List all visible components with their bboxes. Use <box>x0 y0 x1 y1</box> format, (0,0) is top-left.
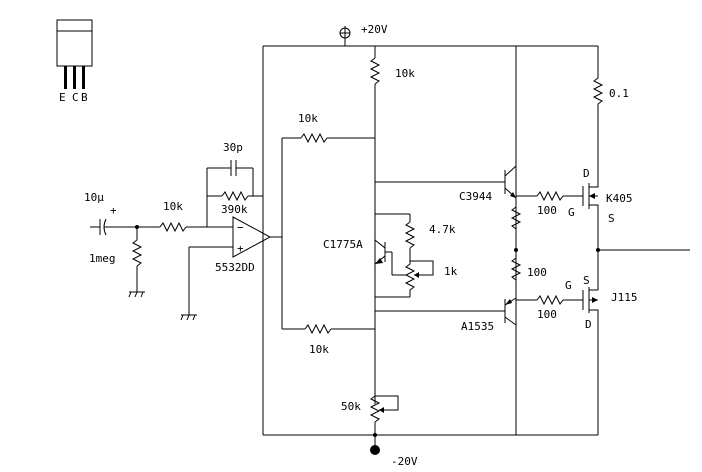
bias-transistor-label: C1775A <box>323 238 363 251</box>
negative-rail-label: -20V <box>391 455 418 468</box>
input-section: 10μ + 1meg 10k <box>84 191 207 298</box>
input-capacitor-polarity: + <box>110 204 117 217</box>
vas-lower-feed-resistor-label: 10k <box>309 343 329 356</box>
input-series-resistor-icon <box>159 221 187 233</box>
vas-upper-feed-resistor-label: 10k <box>298 112 318 125</box>
negative-rail-terminal-icon <box>370 445 380 455</box>
vas-top-load-resistor-icon <box>369 57 381 85</box>
bottom-gate-resistor-label: 100 <box>537 308 557 321</box>
bottom-mosfet-gate-label: G <box>565 279 572 292</box>
top-gate-resistor-label: 100 <box>537 204 557 217</box>
vas-tail-pot-label: 50k <box>341 400 361 413</box>
top-mosfet-gate-label: G <box>568 206 575 219</box>
feedback-capacitor-label: 30p <box>223 141 243 154</box>
input-shunt-resistor-icon <box>131 239 143 267</box>
vas-upper-feed-resistor-icon <box>300 132 328 144</box>
supply-frame: +20V -20V <box>262 23 598 468</box>
output-section: 0.1 K405 D G S J115 S G D <box>565 46 690 435</box>
pnp-driver-label: A1535 <box>461 320 494 333</box>
input-capacitor-label: 10μ <box>84 191 104 204</box>
opamp-section: − + 5532DD 390k 30p <box>180 141 282 321</box>
source-resistor-label: 0.1 <box>609 87 629 100</box>
top-mosfet-source-label: S <box>608 212 615 225</box>
opamp-part-label: 5532DD <box>215 261 255 274</box>
bias-trimmer-label: 1k <box>444 265 458 278</box>
driver-link-resistor-label: 100 <box>527 266 547 279</box>
npn-driver-label: C3944 <box>459 190 492 203</box>
bias-resistor-label: 4.7k <box>429 223 456 236</box>
bottom-gate-resistor-icon <box>536 294 564 306</box>
top-mosfet-label: K405 <box>606 192 633 205</box>
vas-tail-pot-icon <box>369 395 381 423</box>
vas-top-load-resistor-label: 10k <box>395 67 415 80</box>
vas-section: 10k 10k 10k 50k <box>281 46 415 437</box>
opamp-icon <box>232 216 272 258</box>
feedback-resistor-label: 390k <box>221 203 248 216</box>
to220-package: E C B <box>56 19 93 104</box>
pin-label-b: B <box>81 91 88 104</box>
positive-rail-label: +20V <box>361 23 388 36</box>
source-resistor-icon <box>592 77 604 105</box>
top-mosfet-drain-label: D <box>583 167 590 180</box>
bottom-mosfet-source-label: S <box>583 274 590 287</box>
bottom-mosfet-drain-label: D <box>585 318 592 331</box>
top-gate-resistor-icon <box>536 190 564 202</box>
feedback-resistor-icon <box>221 190 249 202</box>
input-shunt-resistor-label: 1meg <box>89 252 116 265</box>
bias-resistor-icon <box>404 221 416 249</box>
opamp-minus-label: − <box>237 221 244 234</box>
vas-lower-feed-resistor-icon <box>304 323 332 335</box>
pin-label-e: E <box>59 91 66 104</box>
opamp-plus-label: + <box>237 242 244 255</box>
input-series-resistor-label: 10k <box>163 200 183 213</box>
bias-section: C1775A 4.7k 1k <box>323 213 458 298</box>
pin-label-c: C <box>72 91 79 104</box>
bottom-mosfet-label: J115 <box>611 291 638 304</box>
driver-link-resistor-icon <box>510 250 522 302</box>
driver-section: C3944 100 A1535 100 100 <box>375 165 583 333</box>
bias-trimmer-icon <box>404 263 416 291</box>
